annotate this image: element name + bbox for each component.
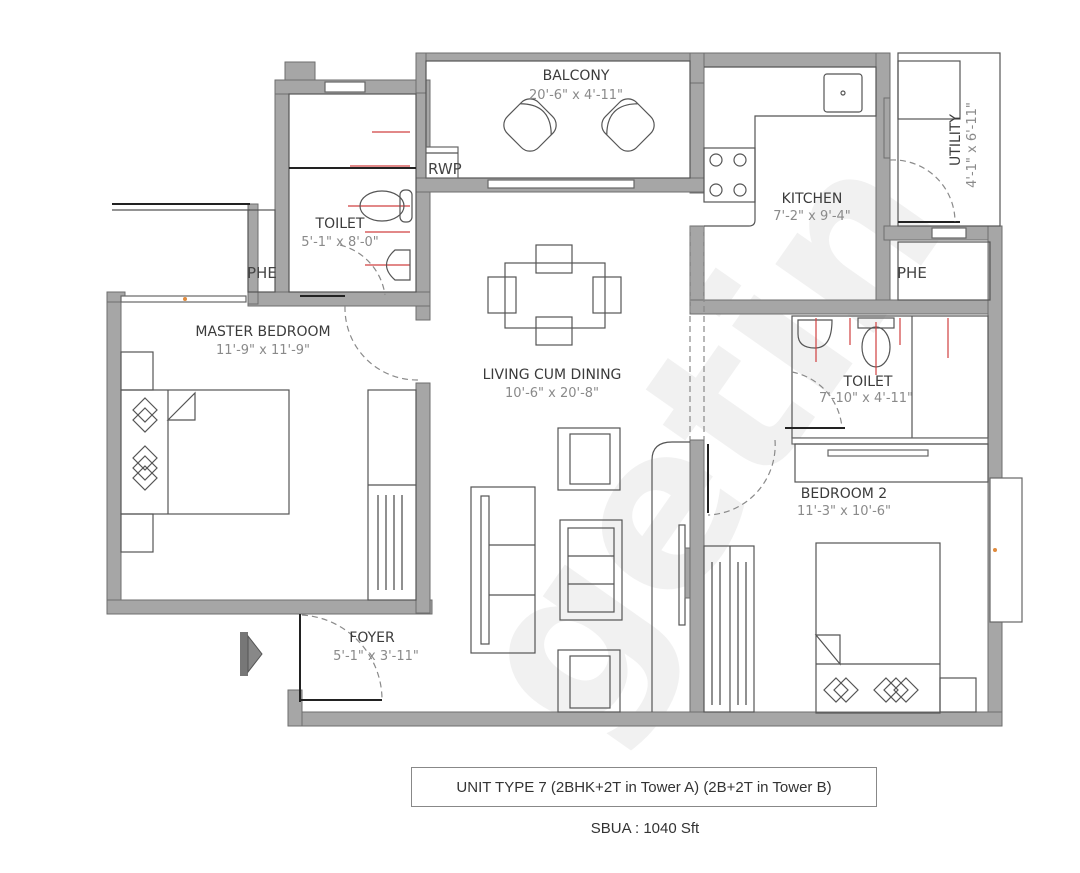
foyer-dims: 5'-1" x 3'-11" <box>333 649 419 664</box>
kitchen-name: KITCHEN <box>782 191 843 207</box>
entry-arrow-icon <box>240 632 263 676</box>
sofa-icon <box>470 486 536 654</box>
toilet-2: TOILET 7'-10" x 4'-11" <box>785 315 989 445</box>
living-dining-name: LIVING CUM DINING <box>483 367 622 383</box>
toilet-master-name: TOILET <box>315 216 365 232</box>
phe-left-label: PHE <box>247 264 277 282</box>
bed-icon <box>815 542 941 714</box>
toilet-master-dims: 5'-1" x 8'-0" <box>301 235 379 250</box>
phe-left: PHE <box>112 203 277 293</box>
bedroom-2: BEDROOM 2 11'-3" x 10'-6" <box>703 439 1023 714</box>
wc-icon <box>359 190 405 222</box>
balcony-dims: 20'-6" x 4'-11" <box>529 88 623 103</box>
utility-dims: 4'-1" x 6'-11" <box>965 102 980 188</box>
pillow-icon <box>132 397 158 491</box>
dining-table-icon <box>504 262 606 329</box>
unit-type-text: UNIT TYPE 7 (2BHK+2T in Tower A) (2B+2T … <box>456 778 832 796</box>
master-bedroom-name: MASTER BEDROOM <box>195 324 330 340</box>
bed-icon <box>120 389 290 515</box>
rwp-label: RWP <box>428 160 462 178</box>
sbua-label: SBUA : 1040 Sft <box>590 820 700 837</box>
armchair-icon <box>503 98 557 152</box>
phe-right: PHE <box>897 227 991 301</box>
toilet-2-dims: 7'-10" x 4'-11" <box>819 391 913 406</box>
master-toilet: TOILET 5'-1" x 8'-0" <box>288 81 417 297</box>
kitchen: KITCHEN 7'-2" x 9'-4" <box>703 66 891 227</box>
wardrobe-icon <box>703 545 755 713</box>
master-bedroom-dims: 11'-9" x 11'-9" <box>216 343 310 358</box>
master-bedroom: MASTER BEDROOM 11'-9" x 11'-9" <box>120 295 419 601</box>
utility-name: UTILITY <box>948 114 964 166</box>
sink-icon <box>823 73 863 113</box>
kitchen-dims: 7'-2" x 9'-4" <box>773 209 851 224</box>
phe-right-label: PHE <box>897 264 927 282</box>
armchair-icon <box>557 649 621 713</box>
bedroom-2-name: BEDROOM 2 <box>801 486 887 502</box>
toilet-2-name: TOILET <box>843 374 893 390</box>
utility: UTILITY 4'-1" x 6'-11" <box>889 52 1001 227</box>
living-dining-dims: 10'-6" x 20'-8" <box>505 386 599 401</box>
coffee-table-icon <box>559 519 623 621</box>
unit-type-label: UNIT TYPE 7 (2BHK+2T in Tower A) (2B+2T … <box>411 767 877 807</box>
bedroom-2-dims: 11'-3" x 10'-6" <box>797 504 891 519</box>
washbasin-icon <box>797 319 833 349</box>
armchair-icon <box>557 427 621 491</box>
washbasin-icon <box>385 249 411 281</box>
pillow-icon <box>823 677 919 703</box>
foyer: FOYER 5'-1" x 3'-11" <box>240 614 419 702</box>
wardrobe-icon <box>367 389 417 601</box>
foyer-name: FOYER <box>349 630 395 646</box>
stove-icon <box>703 147 756 203</box>
armchair-icon <box>601 98 655 152</box>
living-dining: LIVING CUM DINING 10'-6" x 20'-8" <box>470 226 705 713</box>
balcony-name: BALCONY <box>543 68 610 84</box>
balcony: RWP BALCONY 20'-6" x 4'-11" <box>425 60 691 189</box>
